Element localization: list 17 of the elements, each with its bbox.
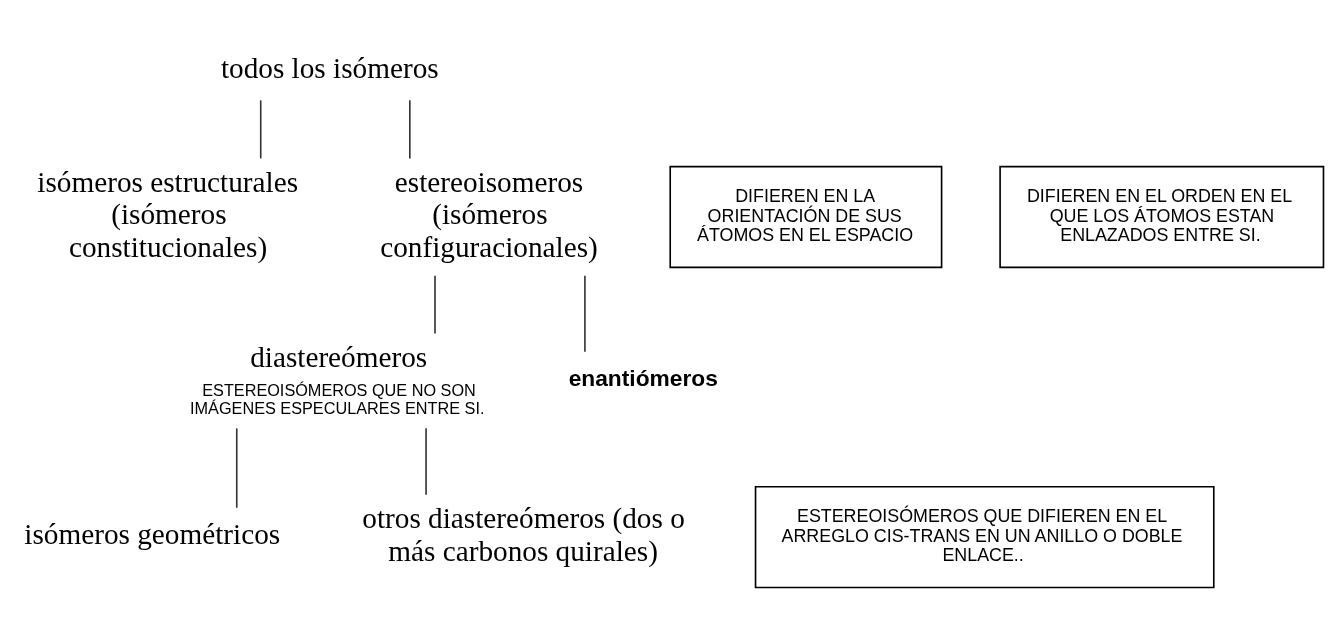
connector <box>425 427 427 496</box>
node-box: DIFIEREN EN EL ORDEN EN EL QUE LOS ÁTOMOS ESTAN ENLAZADOS ENTRE SI. <box>999 165 1325 269</box>
connector <box>409 99 411 160</box>
node-text: enantiómeros <box>568 365 718 392</box>
node-text: isómeros estructurales (isómeros constitucionales) <box>37 165 299 263</box>
node-text: estereoisomeros (isómeros configuracionales) <box>380 165 598 263</box>
node-box: DIFIEREN EN LA ORIENTACIÓN DE SUS ÁTOMOS EN EL ESPACIO <box>669 165 943 269</box>
node-text: isómeros geométricos <box>24 518 281 551</box>
node-text: todos los isómeros <box>220 51 439 84</box>
connector <box>584 274 586 353</box>
connector <box>434 274 436 335</box>
node-text: diastereómeros <box>250 341 428 374</box>
connector <box>259 99 262 160</box>
node-text: otros diastereómeros (dos o más carbonos quirales) <box>362 502 685 567</box>
node-label: ESTEREOISÓMEROS QUE NO SON IMÁGENES ESPECULARES ENTRE SI. <box>190 380 485 417</box>
connector <box>235 427 238 509</box>
node-box: ESTEREOISÓMEROS QUE DIFIEREN EN EL ARREGLO CIS-TRANS EN UN ANILLO O DOBLE ENLACE.. <box>754 485 1215 589</box>
